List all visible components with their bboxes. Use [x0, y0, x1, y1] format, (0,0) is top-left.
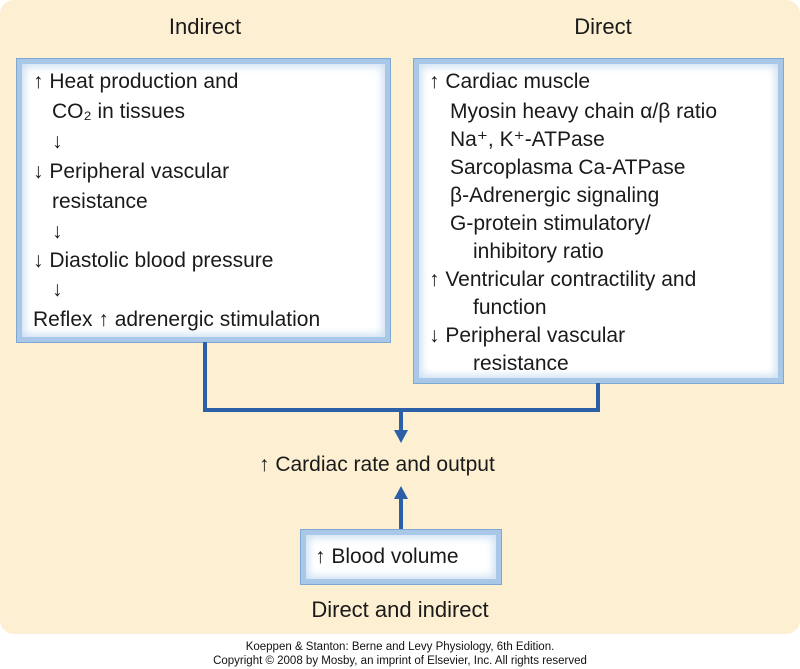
indirect-line-5: ↓ Diastolic blood pressure: [33, 249, 274, 272]
indirect-arrow-1: ↓: [52, 130, 63, 153]
direct-mechanism-box: [414, 59, 783, 383]
arrowhead-down-icon: [394, 430, 408, 443]
blood-volume-label: ↑ Blood volume: [315, 545, 459, 568]
connector-from-direct: [401, 383, 600, 412]
direct-line-4: Sarcoplasma Ca-ATPase: [450, 156, 686, 179]
direct-line-6: G-protein stimulatory/: [450, 212, 651, 235]
indirect-arrow-3: ↓: [52, 278, 63, 301]
indirect-line-1: ↑ Heat production and: [33, 70, 239, 93]
footer-credit-line-1: Koeppen & Stanton: Berne and Levy Physio…: [245, 641, 555, 653]
footer-credit-line-2: Copyright © 2008 by Mosby, an imprint of…: [213, 655, 587, 667]
blood-volume-box: [301, 530, 501, 584]
indirect-line-4: resistance: [52, 190, 148, 213]
direct-line-10: ↓ Peripheral vascular: [429, 324, 626, 347]
indirect-line-2: CO₂ in tissues: [52, 100, 186, 123]
connector-lines: [203, 342, 600, 530]
heading-direct-and-indirect: Direct and indirect: [311, 597, 489, 622]
direct-line-9: function: [473, 296, 547, 319]
direct-line-3: Na⁺, K⁺-ATPase: [450, 128, 605, 151]
connector-from-indirect: [203, 342, 401, 412]
direct-line-5: β-Adrenergic signaling: [450, 184, 660, 207]
direct-line-11: resistance: [473, 352, 569, 375]
indirect-line-3: ↓ Peripheral vascular: [33, 160, 230, 183]
heading-direct: Direct: [574, 14, 632, 39]
heading-indirect: Indirect: [168, 14, 242, 39]
direct-line-7: inhibitory ratio: [473, 240, 604, 263]
direct-line-2: Myosin heavy chain α/β ratio: [450, 100, 718, 123]
indirect-arrow-2: ↓: [52, 220, 63, 243]
outcome-label: ↑ Cardiac rate and output: [259, 453, 495, 476]
direct-line-1: ↑ Cardiac muscle: [429, 70, 591, 93]
direct-line-8: ↑ Ventricular contractility and: [429, 268, 697, 291]
indirect-line-6: Reflex ↑ adrenergic stimulation: [33, 308, 321, 331]
indirect-mechanism-box: [17, 59, 390, 342]
arrowhead-up-icon: [394, 486, 408, 499]
